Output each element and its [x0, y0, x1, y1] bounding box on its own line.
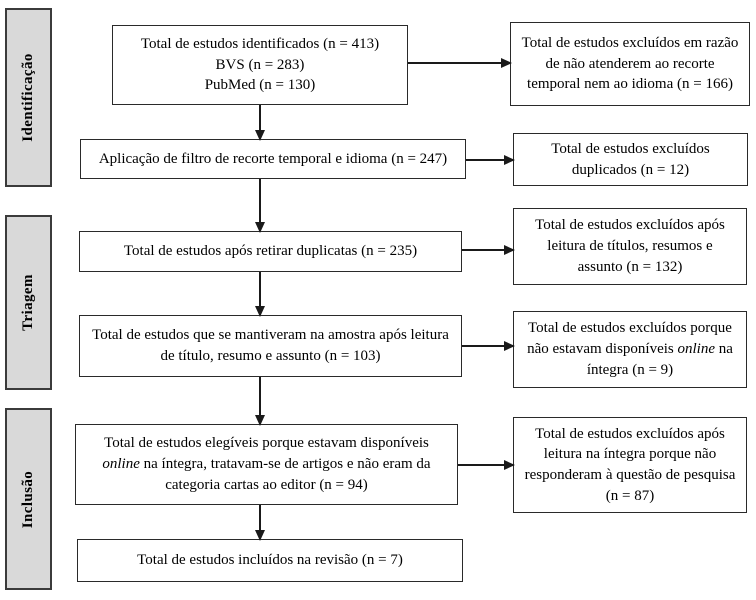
arrow-down-icon — [255, 377, 264, 426]
arrow-right-icon — [408, 58, 512, 67]
stage-label-inclusao-text: Inclusão — [20, 470, 37, 528]
excluded-box-full-text-text: Total de estudos excluídos após leitura … — [524, 425, 736, 504]
flow-box-eligible-text: Total de estudos elegíveis porque estava… — [102, 435, 431, 493]
flow-box-after-title-abstract-screening: Total de estudos que se mantiveram na am… — [79, 315, 462, 377]
excluded-box-not-available-online: Total de estudos excluídos porque não es… — [513, 311, 747, 388]
flow-box-after-screening-text: Total de estudos que se mantiveram na am… — [92, 327, 449, 364]
flow-box-identified-line3: PubMed (n = 130) — [204, 77, 316, 94]
excluded-box-duplicates-text: Total de estudos excluídos duplicados (n… — [551, 140, 710, 178]
excluded-box-title-abstract-text: Total de estudos excluídos após leitura … — [535, 217, 725, 275]
italic-online-word: online — [102, 456, 140, 473]
stage-label-triagem-text: Triagem — [20, 274, 37, 331]
flow-box-filter-applied-text: Aplicação de filtro de recorte temporal … — [98, 150, 448, 167]
flow-box-filter-applied: Aplicação de filtro de recorte temporal … — [80, 139, 466, 179]
stage-label-identificacao: Identificação — [5, 8, 52, 187]
excluded-box-duplicates: Total de estudos excluídos duplicados (n… — [513, 133, 748, 186]
italic-online-word: online — [677, 341, 715, 358]
arrow-down-icon — [255, 505, 264, 541]
arrow-right-icon — [458, 460, 515, 469]
arrow-right-icon — [462, 245, 515, 254]
arrow-right-icon — [462, 341, 515, 350]
arrow-down-icon — [255, 272, 264, 317]
excluded-box-temporal-language-text: Total de estudos excluídos em razão de n… — [521, 34, 739, 93]
excluded-box-title-abstract: Total de estudos excluídos após leitura … — [513, 208, 747, 285]
flow-box-after-duplicates-text: Total de estudos após retirar duplicatas… — [123, 243, 418, 260]
excluded-box-not-available-text: Total de estudos excluídos porque não es… — [527, 320, 733, 378]
flow-box-eligible-studies: Total de estudos elegíveis porque estava… — [75, 424, 458, 505]
flow-box-identified-line2: BVS (n = 283) — [215, 56, 305, 73]
excluded-box-full-text: Total de estudos excluídos após leitura … — [513, 417, 747, 513]
flow-box-identified-line1: Total de estudos identificados (n = 413) — [140, 35, 380, 52]
stage-label-inclusao: Inclusão — [5, 408, 52, 590]
flow-box-identified-studies: Total de estudos identificados (n = 413)… — [112, 25, 408, 105]
arrow-down-icon — [255, 179, 264, 233]
flow-box-included-text: Total de estudos incluídos na revisão (n… — [137, 552, 403, 569]
flow-box-after-duplicates-removed: Total de estudos após retirar duplicatas… — [79, 231, 462, 272]
excluded-box-temporal-language: Total de estudos excluídos em razão de n… — [510, 22, 750, 106]
stage-label-identificacao-text: Identificação — [20, 53, 36, 142]
arrow-down-icon — [255, 105, 264, 141]
arrow-right-icon — [466, 155, 515, 164]
stage-label-triagem: Triagem — [5, 215, 52, 390]
flow-box-included-studies: Total de estudos incluídos na revisão (n… — [77, 539, 463, 582]
